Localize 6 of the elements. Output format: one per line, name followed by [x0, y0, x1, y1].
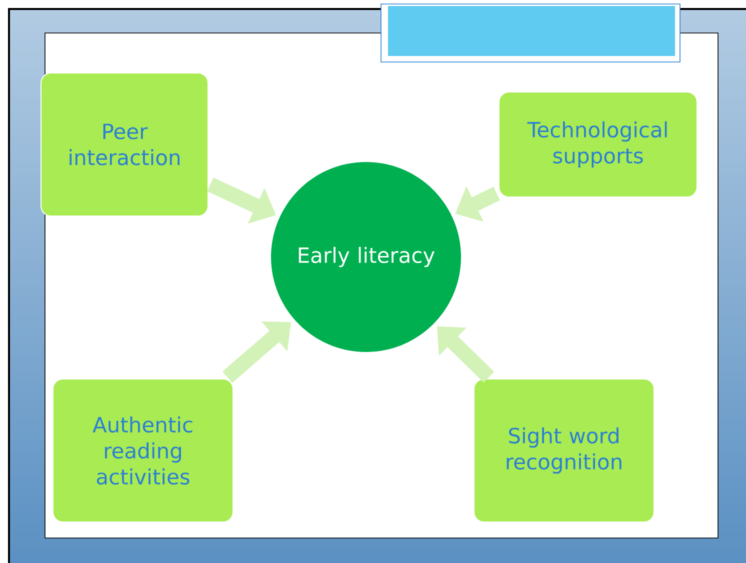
process-box: Technological supports: [498, 92, 698, 198]
process-box: Authentic reading activities: [52, 378, 234, 522]
block-arrow: [222, 322, 291, 383]
process-box: Sight word recognition: [474, 378, 654, 522]
circle-node: Early literacy: [271, 162, 461, 352]
process-box: Peer interaction: [40, 72, 208, 216]
